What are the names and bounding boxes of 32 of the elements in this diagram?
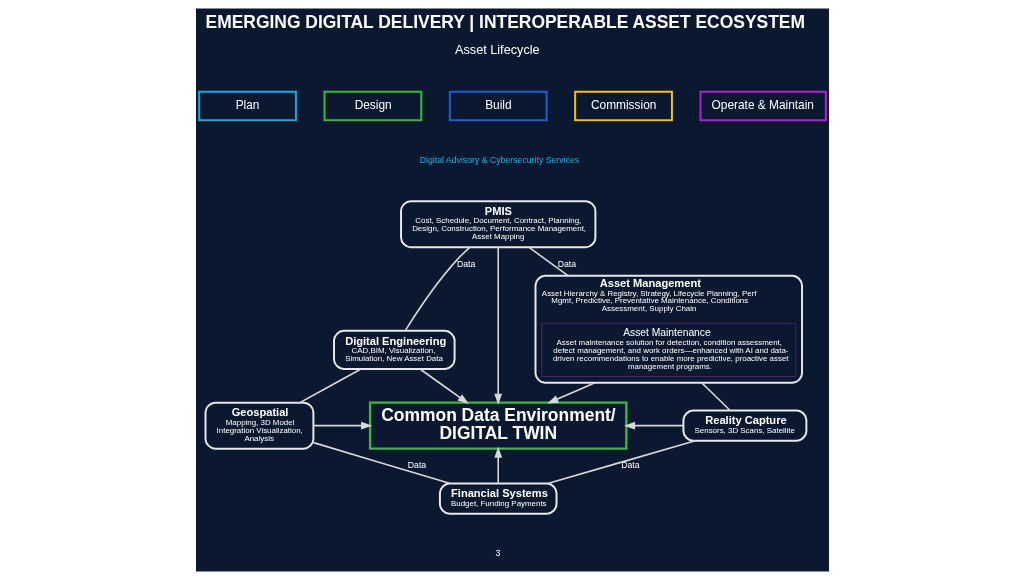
label: 3: [494, 548, 500, 559]
node-box: Common Data Environment/ DIGITAL TWIN: [368, 401, 628, 450]
edge-label: Data: [557, 258, 576, 269]
edge-label: Data: [407, 460, 426, 471]
label: Asset Lifecycle: [454, 43, 540, 58]
arrow: [418, 368, 469, 404]
node-box: Geospatial Mapping, 3D Model Integration Visualization, Analysis: [204, 401, 314, 450]
diagram-title: EMERGING DIGITAL DELIVERY | INTEROPERABLE ASSET ECOSYSTEM: [205, 11, 805, 32]
arrow: [493, 446, 502, 485]
node-box: Plan: [197, 90, 297, 122]
connector: [700, 382, 731, 412]
arrow: [312, 421, 372, 430]
node-box: PMIS Cost, Schedule, Document, Contract, Planning, Design, Construction, Performance Management, Asset Mapping: [399, 200, 596, 249]
node-box: Build: [448, 90, 548, 122]
node-box: Design: [323, 90, 422, 122]
connector: [546, 440, 696, 485]
edge-label: Data: [456, 258, 475, 269]
node-box: Operate & Maintain: [699, 90, 827, 122]
arrow: [546, 382, 596, 404]
connector: [298, 368, 362, 404]
node-box: Commission: [573, 90, 673, 122]
connector: [312, 441, 451, 485]
connector: [527, 246, 569, 277]
arrow: [493, 246, 502, 405]
node-box: Digital Engineering CAD,BIM, Visualization, Simulation, New Asset Data: [332, 329, 456, 370]
node-box: Reality Capture Sensors, 3D Scans, Satellite: [681, 409, 807, 442]
connector: [404, 246, 471, 332]
node-box: Financial Systems Budget, Funding Payments: [438, 482, 557, 515]
node-box: Asset Maintenance Asset maintenance solution for detection, condition assessment, defect management, and work orders—enhanced with AI and data-driven recommendations to enable more predictive, proactive asset management programs.: [540, 322, 796, 377]
label: Digital Advisory & Cybersecurity Services: [419, 154, 579, 165]
arrow: [623, 421, 684, 430]
edge-label: Data: [620, 460, 640, 471]
